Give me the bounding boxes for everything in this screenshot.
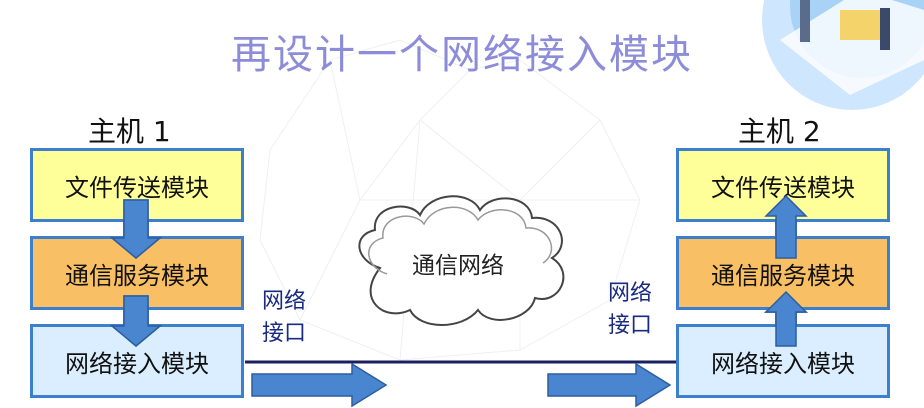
host2-comm-module-label: 通信服务模块 bbox=[711, 261, 855, 290]
right-interface-label: 网络 接口 bbox=[608, 278, 652, 342]
right-interface-line1: 网络 bbox=[608, 281, 653, 306]
top-arrow-down-2 bbox=[109, 295, 163, 347]
host2-net-module-label: 网络接入模块 bbox=[711, 349, 855, 378]
top-arrow-down-1 bbox=[109, 199, 163, 259]
corner-illustration bbox=[762, 0, 924, 110]
top-arrow-up-2 bbox=[764, 290, 808, 347]
right-interface-line2: 接口 bbox=[608, 313, 653, 338]
host2-file-module-label: 文件传送模块 bbox=[711, 173, 855, 202]
host1-file-module-label: 文件传送模块 bbox=[65, 173, 209, 202]
horizontal-arrows bbox=[251, 362, 672, 408]
left-interface-label: 网络 接口 bbox=[262, 286, 306, 350]
host1-comm-module-label: 通信服务模块 bbox=[65, 261, 209, 290]
network-label: 通信网络 bbox=[412, 253, 504, 279]
host1-label: 主机 1 bbox=[88, 115, 171, 148]
host2-label: 主机 2 bbox=[738, 115, 821, 148]
arrow-right-left bbox=[251, 362, 388, 408]
page-title: 再设计一个网络接入模块 bbox=[231, 32, 693, 78]
host1-net-module-label: 网络接入模块 bbox=[65, 349, 209, 378]
left-interface-line2: 接口 bbox=[262, 321, 307, 346]
network-cloud bbox=[358, 195, 565, 326]
top-arrow-up-1 bbox=[764, 194, 808, 259]
left-interface-line1: 网络 bbox=[262, 289, 307, 314]
arrow-right-right bbox=[547, 362, 672, 408]
